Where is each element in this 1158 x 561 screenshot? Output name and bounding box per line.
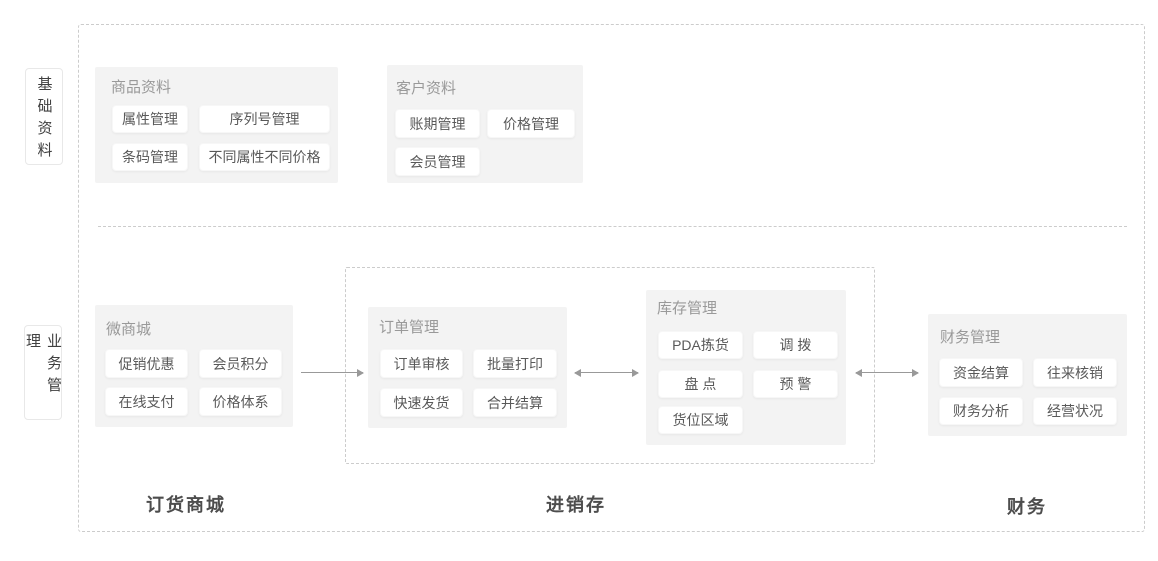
- feature-chip[interactable]: 预 警: [753, 370, 838, 398]
- panel-product-data: 商品资料 属性管理 序列号管理 条码管理 不同属性不同价格: [95, 67, 338, 183]
- feature-chip[interactable]: 不同属性不同价格: [199, 143, 330, 171]
- arrow-mall-to-order: [301, 368, 364, 377]
- feature-chip[interactable]: 价格体系: [199, 387, 282, 416]
- panel-finance-mgmt: 财务管理 资金结算 往来核销 财务分析 经营状况: [928, 314, 1127, 436]
- panel-title: 商品资料: [111, 79, 172, 96]
- feature-chip[interactable]: 盘 点: [658, 370, 743, 398]
- panel-title: 库存管理: [657, 300, 718, 317]
- feature-chip[interactable]: 快速发货: [380, 388, 463, 417]
- feature-chip[interactable]: 序列号管理: [199, 105, 330, 133]
- panel-order-mgmt: 订单管理 订单审核 批量打印 快速发货 合并结算: [368, 307, 567, 428]
- feature-chip[interactable]: 促销优惠: [105, 349, 188, 378]
- feature-chip[interactable]: 财务分析: [939, 397, 1023, 425]
- invoicing-group-dashed-box: [345, 267, 875, 464]
- side-label-business-mgmt: 业务管理: [24, 325, 62, 420]
- feature-chip[interactable]: 往来核销: [1033, 358, 1117, 387]
- arrow-order-inventory: [574, 368, 639, 377]
- feature-chip[interactable]: 会员积分: [199, 349, 282, 378]
- section-divider-dashed-line: [98, 226, 1127, 227]
- feature-chip[interactable]: 会员管理: [395, 147, 480, 176]
- feature-chip[interactable]: 价格管理: [487, 109, 575, 138]
- feature-chip[interactable]: 货位区域: [658, 406, 743, 434]
- feature-chip[interactable]: 属性管理: [112, 105, 188, 133]
- feature-chip[interactable]: 条码管理: [112, 143, 188, 171]
- panel-inventory-mgmt: 库存管理 PDA拣货 调 拨 盘 点 预 警 货位区域: [646, 290, 846, 445]
- feature-chip[interactable]: 调 拨: [753, 331, 838, 359]
- feature-chip[interactable]: 账期管理: [395, 109, 480, 138]
- label-ordering-mall: 订货商城: [146, 495, 226, 515]
- label-invoicing: 进销存: [546, 495, 606, 515]
- feature-chip[interactable]: 经营状况: [1033, 397, 1117, 425]
- feature-chip[interactable]: 合并结算: [473, 388, 557, 417]
- label-finance: 财务: [1007, 497, 1047, 517]
- arrow-inventory-finance: [855, 368, 919, 377]
- feature-chip[interactable]: 在线支付: [105, 387, 188, 416]
- panel-micro-mall: 微商城 促销优惠 会员积分 在线支付 价格体系: [95, 305, 293, 427]
- panel-title: 订单管理: [379, 319, 440, 336]
- feature-chip[interactable]: 批量打印: [473, 349, 557, 378]
- side-label-basic-data: 基础资料: [25, 68, 63, 165]
- feature-chip[interactable]: PDA拣货: [658, 331, 743, 359]
- feature-chip[interactable]: 订单审核: [380, 349, 463, 378]
- panel-customer-data: 客户资料 账期管理 价格管理 会员管理: [387, 65, 583, 183]
- panel-title: 客户资料: [396, 80, 457, 97]
- panel-title: 微商城: [106, 321, 152, 338]
- panel-title: 财务管理: [940, 329, 1001, 346]
- feature-chip[interactable]: 资金结算: [939, 358, 1023, 387]
- outer-dashed-border: [78, 24, 1145, 532]
